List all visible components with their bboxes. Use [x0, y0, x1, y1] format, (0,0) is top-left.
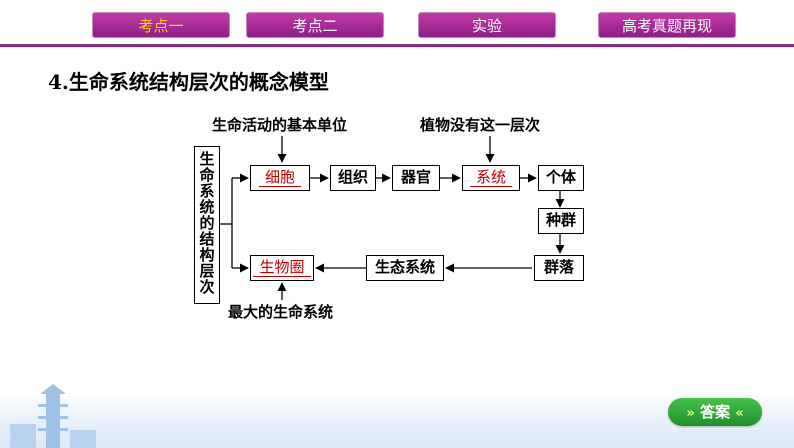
level-community-box: 群落 — [534, 255, 584, 281]
biosphere-note: 最大的生命系统 — [228, 303, 334, 321]
footer-band — [0, 392, 794, 448]
vertical-label-char: 层 — [199, 262, 215, 280]
tab-experiment[interactable]: 实验 — [418, 12, 556, 38]
vertical-label-char: 命 — [199, 166, 215, 184]
answer-button[interactable]: » 答案 « — [668, 398, 762, 426]
level-biosphere-box: 生物圈 — [250, 255, 314, 281]
nav-divider — [0, 44, 794, 47]
tab-kaodian-1[interactable]: 考点一 — [92, 12, 230, 38]
level-biosphere-answer: 生物圈 — [253, 258, 311, 277]
life-system-levels-label: 生 命 系 统 的 结 构 层 次 — [194, 146, 220, 304]
vertical-label-char: 构 — [199, 246, 215, 264]
level-system-answer: 系统 — [469, 168, 512, 187]
vertical-label-char: 生 — [199, 150, 215, 168]
page-title: 4.生命系统结构层次的概念模型 — [48, 70, 329, 94]
level-cell-box: 细胞 — [250, 165, 310, 191]
chevron-right-icon: » — [686, 406, 695, 421]
level-tissue-box: 组织 — [330, 165, 376, 191]
vertical-label-char: 次 — [199, 278, 215, 296]
level-ecosystem-box: 生态系统 — [366, 255, 444, 281]
level-individual-box: 个体 — [538, 165, 584, 191]
level-organ-box: 器官 — [392, 165, 440, 191]
vertical-label-char: 统 — [199, 198, 215, 216]
tab-kaodian-2[interactable]: 考点二 — [246, 12, 384, 38]
level-system-box: 系统 — [462, 165, 520, 191]
level-population-box: 种群 — [538, 208, 584, 234]
tab-exam-questions[interactable]: 高考真题再现 — [598, 12, 736, 38]
pagoda-illustration — [10, 384, 96, 448]
vertical-label-char: 系 — [199, 182, 215, 200]
answer-button-label: 答案 — [699, 403, 730, 421]
vertical-label-char: 的 — [199, 214, 215, 232]
vertical-label-char: 结 — [199, 230, 215, 248]
system-note: 植物没有这一层次 — [420, 116, 541, 134]
cell-note: 生命活动的基本单位 — [212, 116, 348, 134]
level-cell-answer: 细胞 — [258, 168, 301, 187]
chevron-left-icon: « — [735, 406, 744, 421]
